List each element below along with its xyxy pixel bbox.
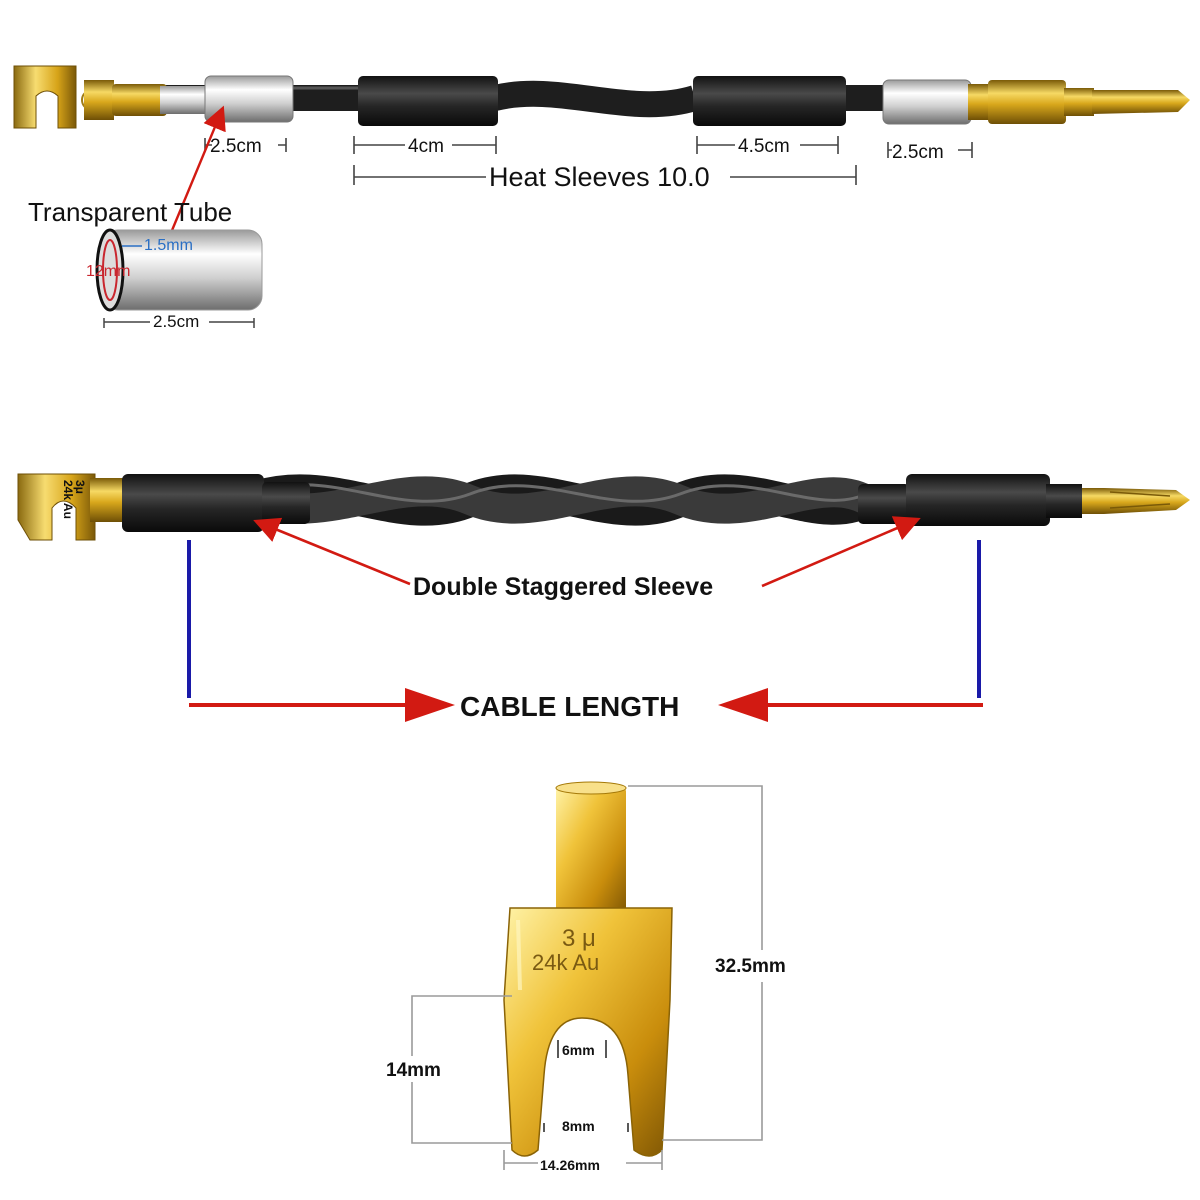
top-left-transparent-tube — [204, 75, 294, 123]
double-staggered-sleeve-label: Double Staggered Sleeve — [413, 573, 713, 601]
middle-cable-wire-b — [244, 476, 879, 524]
transparent-tube-title: Transparent Tube — [28, 197, 232, 227]
heat-sleeves-label: Heat Sleeves 10.0 — [489, 162, 710, 192]
top-left-tube-length: 2.5cm — [210, 136, 262, 157]
top-left-sleeve-length: 4cm — [408, 136, 444, 157]
top-right-sleeve-length: 4.5cm — [738, 136, 790, 157]
middle-spade-marking-line2: 24k Au — [61, 480, 75, 519]
spade-inner-width-label: 6mm — [562, 1042, 595, 1058]
middle-banana-plug — [1082, 488, 1190, 514]
top-banana-plug — [968, 80, 1190, 124]
top-spade-connector — [13, 65, 205, 129]
top-right-transparent-tube — [882, 79, 972, 125]
middle-right-sleeve-inner — [858, 484, 910, 524]
spade-detail-illustration — [503, 781, 673, 1157]
transparent-tube-illustration — [95, 228, 263, 328]
middle-left-sleeve-outer — [122, 474, 264, 532]
spade-height-label: 32.5mm — [715, 956, 786, 977]
top-cable-assembly — [13, 65, 1190, 129]
spade-outer-width-label: 14.26mm — [540, 1157, 600, 1173]
cable-length-label: CABLE LENGTH — [460, 691, 679, 722]
spade-slot-width-label: 8mm — [562, 1118, 595, 1134]
top-heat-sleeve-left — [358, 76, 498, 126]
top-heat-sleeve-right — [693, 76, 846, 126]
spade-marking-line2: 24k Au — [532, 950, 599, 975]
tube-length-dimension: 2.5cm — [153, 312, 199, 331]
middle-left-sleeve-inner — [262, 482, 310, 524]
tube-inner-dimension: 1.5mm — [144, 237, 193, 254]
middle-right-sleeve-outer — [906, 474, 1050, 526]
transparent-tube-pointer-arrow — [166, 105, 226, 241]
spade-dimension-lines — [411, 785, 763, 1170]
middle-cable-assembly: 3μ 24k Au — [17, 473, 1190, 541]
middle-spade-marking-line1: 3μ — [73, 480, 87, 494]
sleeve-arrow-left — [253, 517, 411, 586]
spade-marking-line1: 3 μ — [562, 925, 596, 952]
top-right-tube-length: 2.5cm — [892, 142, 944, 163]
spade-fork-length-label: 14mm — [386, 1060, 441, 1081]
tube-outer-dimension: 12mm — [86, 263, 130, 280]
middle-spade-connector — [17, 473, 126, 541]
sleeve-arrow-right — [761, 516, 921, 588]
